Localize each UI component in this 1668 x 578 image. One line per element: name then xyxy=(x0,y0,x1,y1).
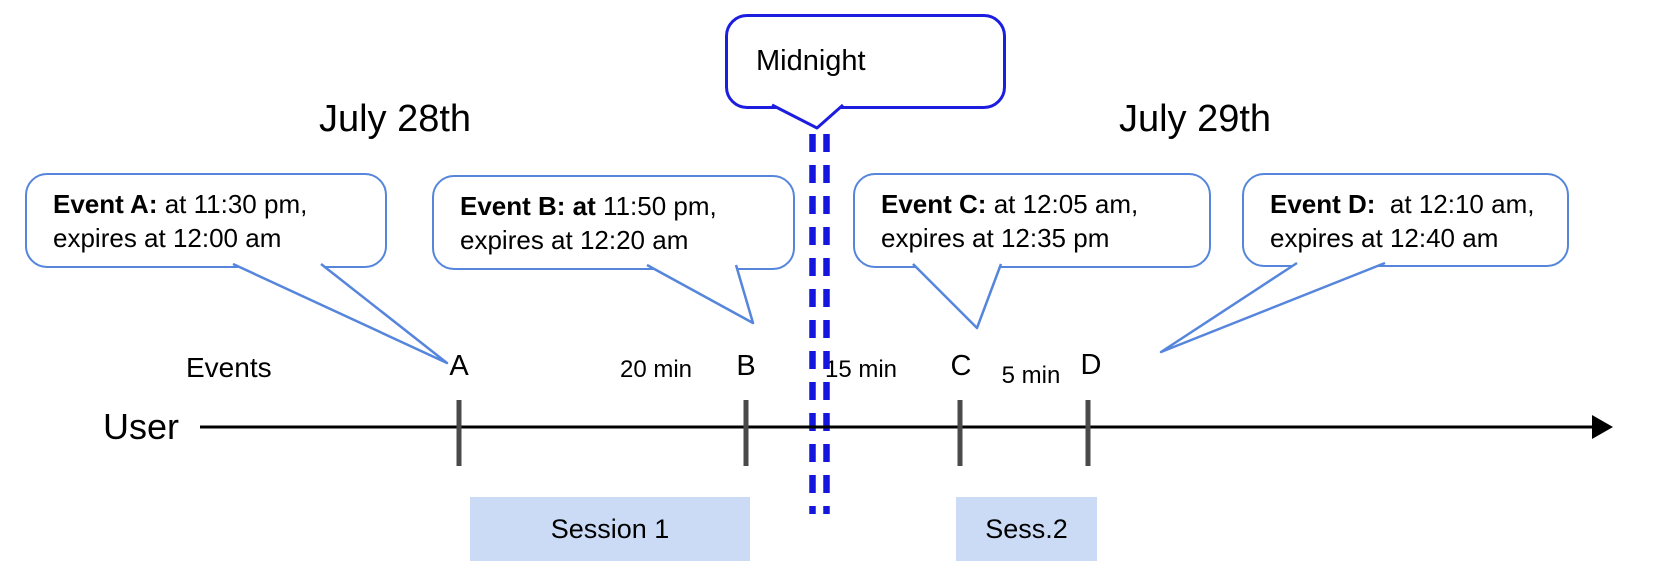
session-2-label: Sess.2 xyxy=(985,513,1068,544)
callout-event-d-bold: Event D: xyxy=(1270,189,1376,219)
callout-d-tail xyxy=(1159,261,1386,354)
tick-d xyxy=(1085,400,1091,466)
tick-c xyxy=(957,400,963,466)
callout-c-tail xyxy=(912,263,1003,330)
callout-event-c-line2: expires at 12:35 pm xyxy=(881,223,1110,253)
tick-label-d: D xyxy=(1080,349,1102,381)
session-2-box: Sess.2 xyxy=(956,497,1097,561)
callout-b-tail xyxy=(646,263,755,325)
callout-event-b-time: 11:50 pm, xyxy=(595,191,717,221)
callout-event-c-time: at 12:05 am, xyxy=(986,189,1139,219)
midnight-label: Midnight xyxy=(756,45,866,77)
callout-event-a-bold: Event A: xyxy=(53,189,158,219)
tick-b xyxy=(743,400,749,466)
date-july-29: July 29th xyxy=(1118,98,1272,140)
callout-a-tail xyxy=(232,262,449,365)
callout-event-c-bold: Event C: xyxy=(881,189,987,219)
callout-event-b-bold: Event B: at xyxy=(460,191,596,221)
callout-event-a-line2: expires at 12:00 am xyxy=(53,223,282,253)
events-axis-label: Events xyxy=(186,352,272,383)
interval-20min: 20 min xyxy=(619,356,693,383)
callout-event-b-line1: Event B: at 11:50 pm, xyxy=(460,189,775,223)
session-1-label: Session 1 xyxy=(550,513,670,544)
callout-event-b-line2: expires at 12:20 am xyxy=(460,225,689,255)
user-axis-label: User xyxy=(103,406,180,447)
callout-event-a: Event A: at 11:30 pm, expires at 12:00 a… xyxy=(25,173,387,268)
callout-event-c-line1: Event C: at 12:05 am, xyxy=(881,187,1191,221)
callout-event-d-time: at 12:10 am, xyxy=(1375,189,1535,219)
tick-label-b: B xyxy=(736,350,756,382)
callout-event-c: Event C: at 12:05 am, expires at 12:35 p… xyxy=(853,173,1211,268)
callout-event-d: Event D: at 12:10 am, expires at 12:40 a… xyxy=(1242,173,1569,267)
callout-event-d-line1: Event D: at 12:10 am, xyxy=(1270,187,1549,221)
midnight-callout: Midnight xyxy=(725,14,1006,109)
callout-event-d-line2: expires at 12:40 am xyxy=(1270,223,1499,253)
tick-label-a: A xyxy=(449,350,469,382)
callout-event-a-time: at 11:30 pm, xyxy=(157,189,308,219)
session-1-box: Session 1 xyxy=(470,497,750,561)
interval-15min: 15 min xyxy=(824,356,898,383)
timeline-arrowhead xyxy=(1592,415,1613,439)
callout-event-a-line1: Event A: at 11:30 pm, xyxy=(53,187,367,221)
date-july-28: July 28th xyxy=(318,98,472,140)
interval-5min: 5 min xyxy=(1001,362,1061,389)
tick-a xyxy=(456,400,462,466)
tick-label-c: C xyxy=(950,350,972,382)
callout-event-b: Event B: at 11:50 pm, expires at 12:20 a… xyxy=(432,175,795,270)
